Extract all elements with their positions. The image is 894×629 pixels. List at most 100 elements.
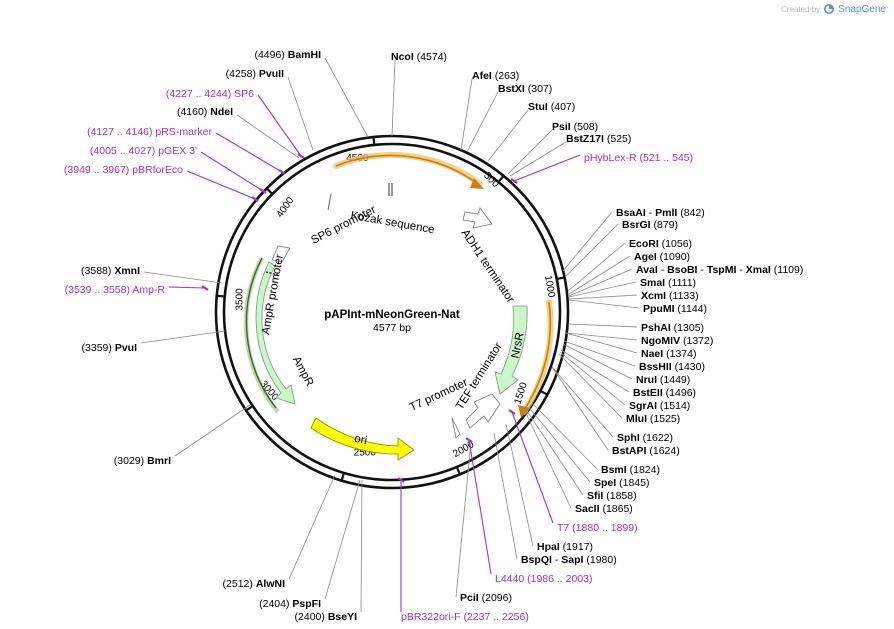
feature-label-adh1-terminator: ADH1 terminator (459, 227, 517, 305)
primer-site-mark-pgex (259, 188, 267, 194)
site-part-naei-1: (1374) (663, 348, 696, 360)
site-part-sgrai-1: (1514) (657, 400, 690, 412)
pointer-line-t7 (511, 411, 554, 524)
pointer-line-naei (565, 332, 638, 354)
primer-part-ampr-1: Amp-R (132, 284, 165, 296)
site-part-sacii-1: (1865) (600, 503, 633, 515)
tick-mark-1000 (555, 276, 566, 281)
labels-group: NcoI (4574) AfeI (263)BstXI (307) StuI (40… (64, 49, 803, 623)
site-part-bmri-1: BmrI (147, 455, 171, 467)
nrsr-feature (494, 305, 528, 395)
feature-label-ori: ori (353, 433, 368, 447)
site-part-bspqi-0: BspQI (521, 554, 552, 566)
pointer-line-pvuii (287, 76, 314, 151)
site-part-bstz17i-1: (525) (604, 133, 631, 145)
snapgene-credit: Created by SnapGene (781, 2, 886, 16)
site-part-bsteii-0: BstEII (633, 387, 663, 399)
tick-mark-3500 (215, 294, 226, 298)
tick-mark-3000 (244, 404, 255, 412)
pointer-line-smai (568, 281, 637, 298)
pointer-line-mlui (558, 353, 623, 419)
primer-label-t7: T7 (1880 .. 1899) (557, 522, 638, 534)
brand-name: SnapGene (838, 3, 886, 15)
site-part-avai-3: - (697, 264, 706, 276)
site-part-bsmi-0: BsmI (601, 464, 627, 476)
site-label-ngomiv: NgoMIV (1372) (641, 335, 713, 347)
site-label-bsteii: BstEII (1496) (633, 387, 696, 399)
tick-mark-2000 (455, 465, 462, 476)
site-part-bseyi-1: BseYI (328, 611, 357, 623)
primer-part-phyblex-1: (521 .. 545) (637, 152, 694, 164)
pointer-line-pshai (567, 323, 638, 328)
site-label-pspfi: (2404) PspFI (259, 598, 321, 610)
site-part-pspfi-1: PspFI (292, 598, 321, 610)
brand-prefix: Created by (781, 4, 821, 14)
site-label-bspqi: BspQI - SapI (1980) (521, 554, 617, 566)
site-part-bsaai-0: BsaAI (616, 207, 646, 219)
site-part-sacii-0: SacII (575, 503, 600, 515)
site-label-xcmi: XcmI (1133) (641, 290, 699, 302)
site-label-psii: PsiI (508) (552, 121, 598, 133)
site-part-pvui-1: PvuI (115, 342, 137, 354)
primer-part-l4440-0: L4440 (495, 573, 524, 585)
primer-site-mark-l4440 (465, 437, 473, 443)
primer-label-phyblex: pHybLex-R (521 .. 545) (584, 152, 693, 164)
primer-label-l4440: L4440 (1986 .. 2003) (495, 573, 593, 585)
pointer-line-nrui (562, 343, 633, 380)
site-part-ngomiv-1: (1372) (680, 335, 713, 347)
pointer-line-xmni (143, 271, 223, 284)
site-part-stui-0: StuI (528, 101, 548, 113)
site-label-afei: AfeI (263) (472, 70, 519, 82)
site-label-ncoi: NcoI (4574) (391, 51, 447, 63)
site-part-xmni-0: (3588) (81, 265, 114, 277)
site-part-bstz17i-0: BstZ17I (566, 133, 604, 145)
site-part-xcmi-1: (1133) (666, 290, 699, 302)
site-label-bstxi: BstXI (307) (498, 83, 552, 95)
pointer-line-pgex (200, 151, 264, 192)
primer-site-mark-t7 (508, 409, 516, 415)
pointer-line-bamhi (324, 57, 369, 138)
site-part-alwni-1: AlwNI (256, 578, 285, 590)
site-part-nrui-1: (1449) (657, 374, 690, 386)
site-part-afei-0: AfeI (472, 70, 492, 82)
pointer-line-sp6 (257, 94, 302, 157)
pointer-line-bstapi (551, 366, 609, 451)
pointer-line-l4440 (468, 439, 492, 575)
pointer-line-pbrforeco (186, 170, 256, 200)
pointer-line-spei (526, 404, 591, 483)
site-label-agei: AgeI (1090) (634, 251, 690, 263)
site-part-pvuii-1: PvuII (259, 68, 284, 80)
site-part-avai-1: - (658, 264, 667, 276)
pointer-line-ngomiv (565, 332, 638, 341)
site-part-mlui-1: (1525) (647, 413, 680, 425)
site-label-ndei: (4160) NdeI (177, 106, 233, 118)
tick-label-4000: 4000 (275, 195, 297, 220)
site-part-sphi-1: (1622) (640, 432, 673, 444)
site-part-hpai-1: (1917) (560, 541, 593, 553)
primer-label-prsmarker: (4127 .. 4146) pRS-marker (87, 126, 212, 138)
site-part-bsaai-3: (842) (677, 207, 704, 219)
site-part-pshai-0: PshAI (641, 322, 671, 334)
site-part-ecori-0: EcoRI (629, 238, 659, 250)
site-part-ncoi-1: (4574) (414, 51, 447, 63)
site-part-pvui-0: (3359) (82, 342, 115, 354)
site-part-bsshii-1: (1430) (672, 361, 705, 373)
neongreen-arc (335, 154, 479, 185)
pointer-line-bsrgi (564, 223, 619, 278)
primer-part-pbrforeco-1: pBRforEco (132, 164, 183, 176)
site-label-sphi: SphI (1622) (617, 432, 673, 444)
tick-label-1000: 1000 (542, 275, 557, 299)
feature-label-nrsr: NrsR (509, 331, 526, 359)
site-label-pshai: PshAI (1305) (641, 322, 704, 334)
site-part-agei-1: (1090) (657, 251, 690, 263)
feature-label-sp6-promoter: SP6 promoter (309, 204, 378, 247)
site-label-nrui: NruI (1449) (636, 374, 690, 386)
pointer-line-bmri (174, 404, 251, 457)
site-part-ncoi-0: NcoI (391, 51, 414, 63)
pointer-line-pspfi (324, 479, 361, 600)
primer-label-pgex: (4005 .. 4027) pGEX 3' (90, 145, 197, 157)
site-label-sfii: SfiI (1858) (587, 490, 637, 502)
primer-part-pbrforeco-0: (3949 .. 3967) (64, 164, 132, 176)
site-part-bsrgi-0: BsrGI (622, 219, 651, 231)
primer-part-pgex-0: (4005 .. 4027) (90, 145, 158, 157)
